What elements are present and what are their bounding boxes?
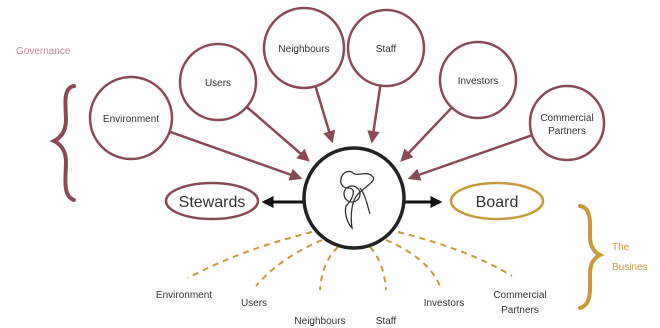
arrow-investors bbox=[400, 106, 453, 162]
arrow-commercial-partners bbox=[407, 134, 533, 181]
gov-label-staff: Staff bbox=[376, 44, 397, 55]
business-label-staff: Staff bbox=[376, 316, 397, 327]
gov-node-users: Users bbox=[178, 42, 258, 122]
arrow-neighbours bbox=[314, 85, 336, 144]
business-label-environment: Environment bbox=[156, 290, 212, 301]
business-line-commercial-partners bbox=[397, 231, 513, 277]
gov-node-neighbours: Neighbours bbox=[262, 6, 346, 90]
gov-label-neighbours: Neighbours bbox=[278, 44, 329, 55]
governance-stakeholders: Environment Users Neighbours StaffInvestors… bbox=[88, 6, 606, 162]
business-label: The Busines bbox=[612, 242, 648, 273]
stewards-node: Stewards bbox=[164, 181, 260, 221]
central-circle bbox=[302, 146, 406, 250]
stewards-label: Stewards bbox=[179, 194, 246, 211]
gov-label-investors: Investors bbox=[458, 76, 499, 87]
business-label-users: Users bbox=[241, 298, 267, 309]
governance-bracket bbox=[49, 84, 76, 202]
business-label-investors: Investors bbox=[424, 298, 465, 309]
arrow-staff bbox=[367, 85, 382, 144]
governance-label: Governance bbox=[16, 46, 71, 57]
gov-node-environment: Environment bbox=[88, 75, 174, 161]
business-label-neighbours: Neighbours bbox=[294, 316, 345, 327]
business-lines bbox=[187, 231, 513, 291]
arrow-environment bbox=[169, 130, 303, 181]
business-line-environment bbox=[187, 231, 313, 279]
business-line-investors bbox=[385, 239, 441, 287]
scribble-icon bbox=[340, 170, 375, 230]
gov-label-environment: Environment bbox=[103, 114, 159, 125]
business-line-users bbox=[255, 239, 323, 287]
business-bracket bbox=[578, 204, 605, 310]
gov-label-users: Users bbox=[205, 78, 231, 89]
arrow-users bbox=[245, 105, 310, 162]
business-line-neighbours bbox=[319, 246, 339, 291]
governance-arrows bbox=[169, 85, 533, 181]
business-line-staff bbox=[369, 246, 387, 291]
board-label: Board bbox=[476, 194, 519, 211]
board-node: Board bbox=[449, 181, 545, 221]
gov-node-staff: Staff bbox=[346, 8, 426, 88]
gov-node-investors: Investors bbox=[438, 40, 518, 120]
